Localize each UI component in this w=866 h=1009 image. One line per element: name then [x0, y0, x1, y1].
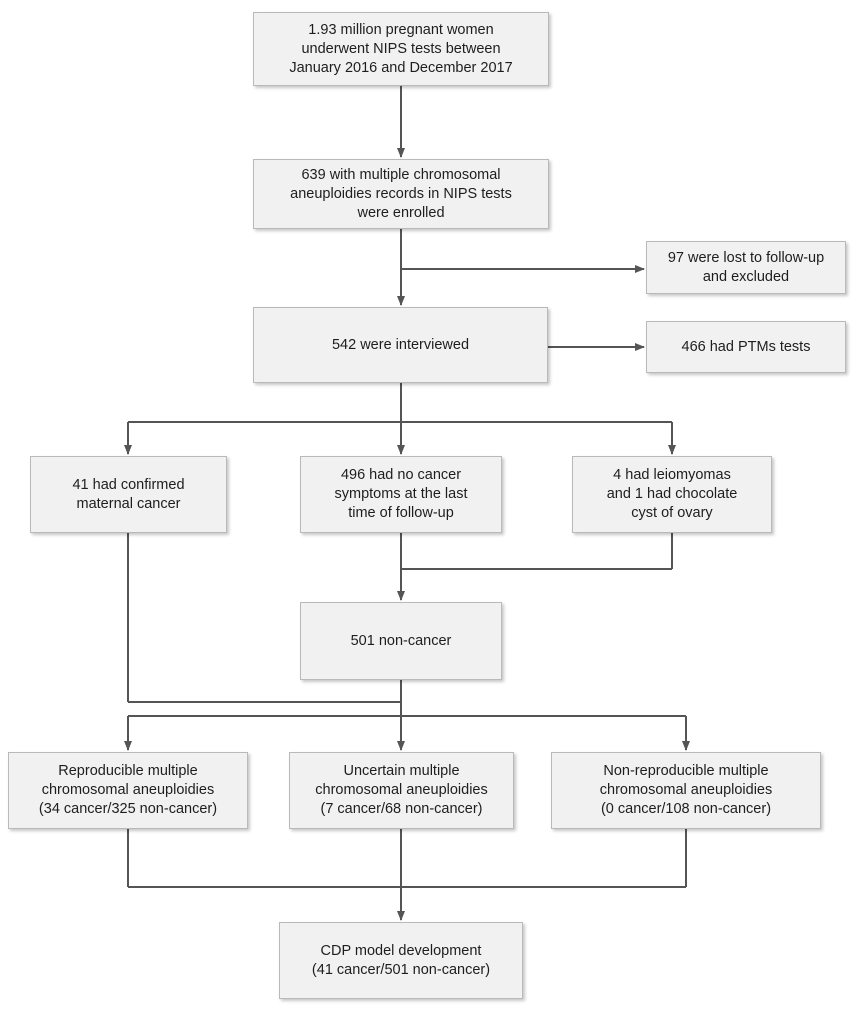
box-no-cancer-symptoms: 496 had no cancer symptoms at the last t… [300, 456, 502, 533]
box-interviewed: 542 were interviewed [253, 307, 548, 383]
box-leiomyomas: 4 had leiomyomas and 1 had chocolate cys… [572, 456, 772, 533]
box-total-women: 1.93 million pregnant women underwent NI… [253, 12, 549, 86]
box-reproducible: Reproducible multiple chromosomal aneupl… [8, 752, 248, 829]
box-lost-to-follow-up: 97 were lost to follow-up and excluded [646, 241, 846, 294]
box-ptms-tests: 466 had PTMs tests [646, 321, 846, 373]
box-confirmed-cancer: 41 had confirmed maternal cancer [30, 456, 227, 533]
box-uncertain: Uncertain multiple chromosomal aneuploid… [289, 752, 514, 829]
box-non-cancer: 501 non-cancer [300, 602, 502, 680]
box-cdp-model: CDP model development (41 cancer/501 non… [279, 922, 523, 999]
box-non-reproducible: Non-reproducible multiple chromosomal an… [551, 752, 821, 829]
box-enrolled: 639 with multiple chromosomal aneuploidi… [253, 159, 549, 229]
